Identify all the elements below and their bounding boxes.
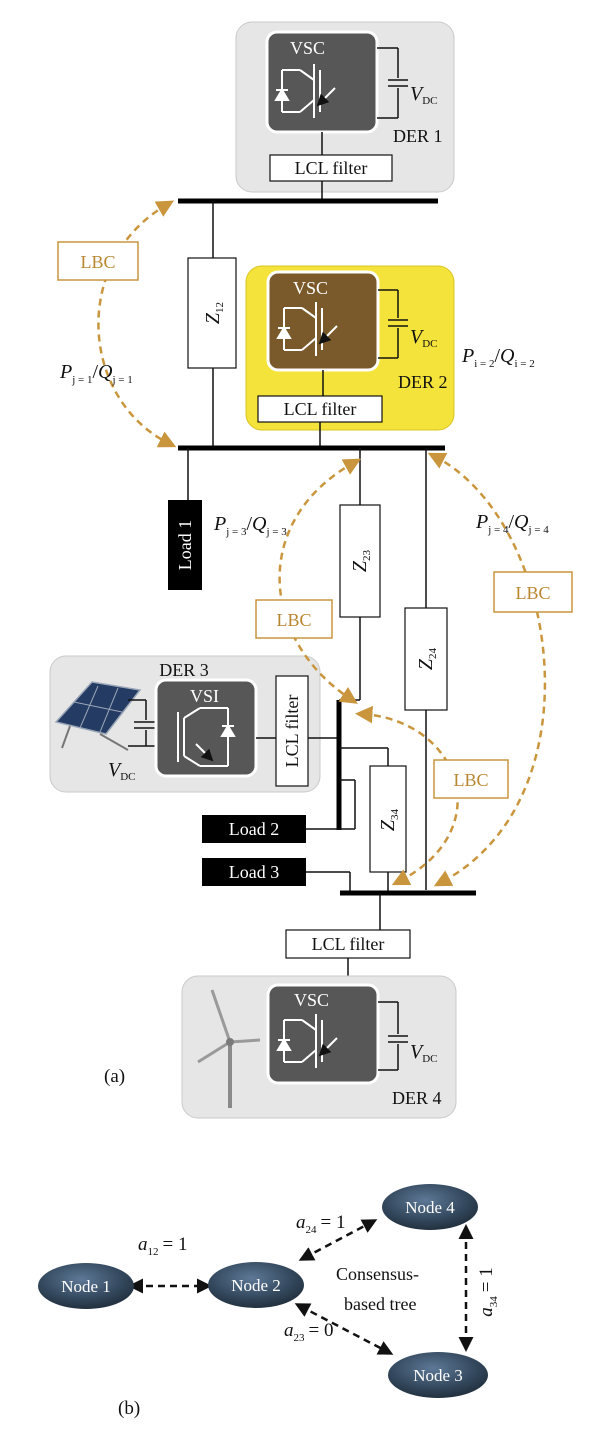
der4-dc-capacitor [378, 1001, 408, 1071]
load3-label: Load 3 [229, 862, 279, 882]
der2-vdc-label: VDC [410, 326, 438, 350]
node-4 [382, 1184, 478, 1230]
power-label-j4: Pj = 4/Qj = 4 [475, 511, 549, 536]
svg-text:LBC: LBC [80, 252, 115, 272]
node-1-label: Node 1 [61, 1277, 111, 1296]
edge-label-a24: a24= 1 [296, 1212, 345, 1236]
node-2 [208, 1262, 304, 1308]
node-4-label: Node 4 [405, 1198, 455, 1217]
panel-label-b: (b) [118, 1398, 140, 1419]
svg-text:LBC: LBC [276, 610, 311, 630]
der3-block: DER 3 VDC VSI [49, 655, 338, 793]
edge-2-4 [298, 1219, 378, 1261]
svg-text:LBC: LBC [453, 770, 488, 790]
der4-block: LCL filter VSC [181, 929, 457, 1119]
der3-name: DER 3 [159, 660, 209, 680]
power-label-j1: Pj = 1/Qj = 1 [59, 361, 133, 386]
node-1 [38, 1263, 134, 1309]
load3-box [202, 858, 306, 886]
der4-name: DER 4 [392, 1088, 442, 1108]
der3-filter-label: LCL filter [282, 695, 302, 768]
lbc-label-2: LBC [255, 599, 333, 639]
node-2-label: Node 2 [231, 1276, 281, 1295]
load2-box [202, 815, 306, 843]
edge-2-3 [294, 1303, 394, 1355]
der4-igbt-icon [276, 1014, 338, 1068]
der1-igbt-icon [274, 64, 336, 118]
der3-igbt-icon [177, 707, 236, 767]
lbc-label-4: LBC [433, 759, 509, 799]
lbc-arrow-1-2 [97, 200, 177, 448]
der1-converter-label: VSC [290, 38, 325, 58]
lbc-label-1: LBC [57, 241, 139, 281]
solar-panel-icon [54, 681, 142, 751]
z12-label: Z12 [202, 302, 226, 324]
load1-label: Load 1 [175, 520, 195, 570]
power-label-i2: Pi = 2/Qi = 2 [461, 345, 535, 370]
der2-converter-label: VSC [293, 278, 328, 298]
der3-converter-label: VSI [190, 686, 219, 706]
der2-lcl-filter [257, 395, 383, 423]
svg-text:LBC: LBC [515, 583, 550, 603]
load1-box [168, 500, 202, 590]
der1-vdc-label: VDC [410, 83, 438, 107]
der2-name: DER 2 [398, 372, 448, 392]
der2-block: VSC VDC DER 2 LCL filter [245, 265, 455, 448]
wind-turbine-icon [197, 989, 261, 1108]
z12-impedance [187, 257, 237, 369]
load2-label: Load 2 [229, 819, 279, 839]
graph-caption-line1: Consensus- [336, 1264, 419, 1284]
der3-vdc-label: VDC [108, 759, 136, 783]
edge-label-a12: a12= 1 [138, 1234, 187, 1258]
consensus-graph: Node 1 Node 2 Node 4 Node 3 a12= 1 a24= … [38, 1184, 500, 1398]
der2-igbt-icon [276, 302, 338, 356]
der4-vdc-label: VDC [410, 1041, 438, 1065]
edge-label-a23: a23= 0 [284, 1320, 333, 1344]
der1-dc-capacitor [377, 47, 408, 119]
edge-label-a34: a34= 1 [476, 1267, 500, 1316]
der4-filter-label: LCL filter [312, 934, 385, 954]
lbc-arrow-2-3 [278, 458, 362, 704]
der3-vsi-box [154, 678, 258, 778]
graph-caption-line2: based tree [344, 1294, 416, 1314]
der1-filter-label: LCL filter [295, 158, 368, 178]
lbc-arrow-2-4 [427, 452, 547, 887]
node-3-label: Node 3 [413, 1366, 463, 1385]
lbc-label-3: LBC [493, 571, 573, 613]
der2-filter-label: LCL filter [284, 399, 357, 419]
panel-label-a: (a) [104, 1066, 125, 1087]
der1-lcl-filter [269, 154, 393, 182]
der1-name: DER 1 [393, 126, 443, 146]
der1-block: VSC VDC DER 1 LCL filter [235, 21, 455, 200]
der4-converter-label: VSC [294, 990, 329, 1010]
der2-dc-capacitor [378, 289, 408, 359]
der3-lcl-filter [275, 675, 309, 787]
power-label-j3: Pj = 3/Qj = 3 [213, 513, 287, 538]
node-3 [388, 1352, 488, 1398]
